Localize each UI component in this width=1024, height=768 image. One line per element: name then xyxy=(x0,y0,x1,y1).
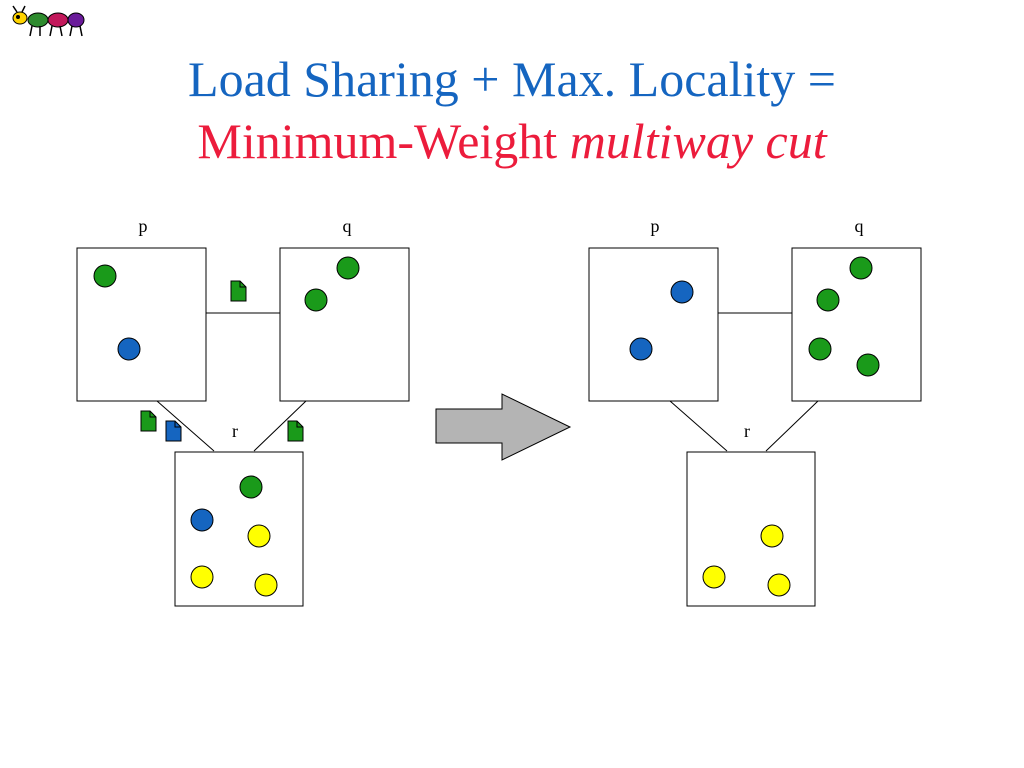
title-line-2-italic: multiway cut xyxy=(569,113,827,169)
title-line-1: Load Sharing + Max. Locality = xyxy=(188,51,836,107)
object-yellow xyxy=(247,524,271,548)
label-p: p xyxy=(139,216,148,236)
object-blue xyxy=(670,280,694,304)
edge-p-r xyxy=(156,400,215,452)
label-r: r xyxy=(232,421,238,441)
edge-q-r xyxy=(765,400,819,452)
object-green xyxy=(336,256,360,280)
title-line-2-normal: Minimum-Weight xyxy=(197,113,570,169)
object-green xyxy=(849,256,873,280)
edge-p-r xyxy=(669,400,728,452)
slide-title: Load Sharing + Max. Locality = Minimum-W… xyxy=(0,48,1024,172)
node-p xyxy=(588,247,719,402)
object-green xyxy=(808,337,832,361)
document-icon xyxy=(230,280,247,302)
ant-logo xyxy=(12,5,85,37)
label-r: r xyxy=(744,421,750,441)
object-green xyxy=(93,264,117,288)
object-yellow xyxy=(254,573,278,597)
before-diagram: p q r xyxy=(76,216,410,607)
after-diagram: p q r xyxy=(588,216,922,607)
object-blue xyxy=(190,508,214,532)
object-green xyxy=(239,475,263,499)
document-icon xyxy=(287,420,304,442)
document-icon xyxy=(140,410,157,432)
edge-q-r xyxy=(253,400,307,452)
right-arrow-icon xyxy=(435,393,572,461)
object-blue xyxy=(629,337,653,361)
label-p: p xyxy=(651,216,660,236)
object-yellow xyxy=(190,565,214,589)
object-yellow xyxy=(702,565,726,589)
title-line-2: Minimum-Weight multiway cut xyxy=(0,110,1024,172)
object-yellow xyxy=(760,524,784,548)
object-blue xyxy=(117,337,141,361)
object-yellow xyxy=(767,573,791,597)
object-green xyxy=(304,288,328,312)
object-green xyxy=(856,353,880,377)
object-green xyxy=(816,288,840,312)
document-icon xyxy=(165,420,182,442)
label-q: q xyxy=(855,216,864,236)
label-q: q xyxy=(343,216,352,236)
